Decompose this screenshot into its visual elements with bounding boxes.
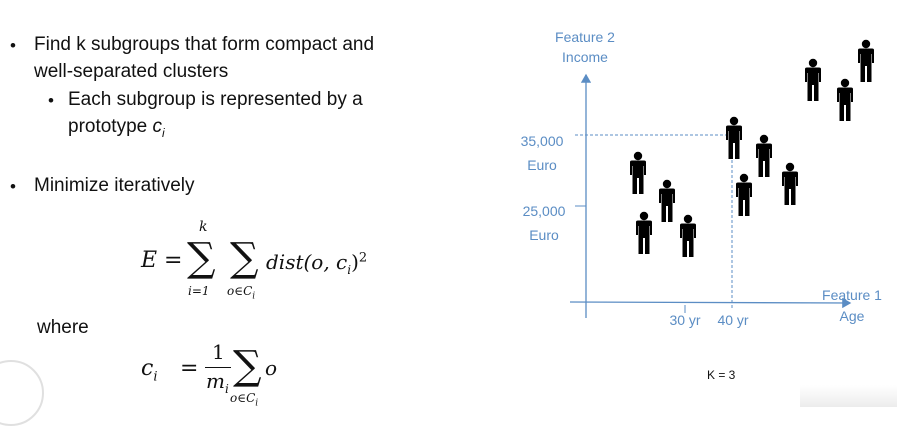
person-icon xyxy=(630,151,646,194)
lhs-sub: i xyxy=(153,369,158,385)
sum-lower: i=1 xyxy=(188,284,210,298)
person-icon xyxy=(726,116,742,159)
sigma-symbol: ∑ xyxy=(230,235,259,281)
person-icon xyxy=(805,58,821,101)
x-axis-label: Feature 1 Age xyxy=(812,285,892,327)
footer-watermark-image xyxy=(800,385,897,407)
sigma-symbol: ∑ xyxy=(233,343,262,389)
where-label: where xyxy=(37,317,89,338)
fraction-bar xyxy=(205,367,231,368)
sub-bullet-text-part: prototype xyxy=(68,116,153,137)
x-tick-label: 30 yr xyxy=(669,312,701,328)
y-axis-label-line: Feature 2 xyxy=(555,29,615,45)
cluster-diagram xyxy=(569,39,874,318)
sum-upper: k xyxy=(199,219,208,235)
denominator-sub: i xyxy=(224,382,229,396)
bullet-text: Find k subgroups that form compact and xyxy=(34,34,375,55)
formula-lhs: E = xyxy=(141,248,183,273)
y-tick-unit: Euro xyxy=(529,227,559,243)
term-text: dist(o, c xyxy=(266,250,348,274)
k-caption: K = 3 xyxy=(707,368,736,382)
person-icon xyxy=(680,214,696,257)
person-icon xyxy=(782,162,798,205)
denominator: m xyxy=(206,369,225,393)
bullet-dot: • xyxy=(10,36,16,55)
term-sub: i xyxy=(347,263,352,277)
sum-lower: o∈C xyxy=(230,391,256,405)
equals: = xyxy=(180,356,199,381)
term-end: ) xyxy=(351,250,359,274)
sum-lower-sub: i xyxy=(252,291,256,302)
x-axis-label-line: Age xyxy=(839,308,865,324)
sub-bullet-dot: • xyxy=(48,91,54,110)
y-axis-label: Feature 2 Income xyxy=(540,27,630,67)
person-icon xyxy=(837,78,853,121)
sum-lower: o∈C xyxy=(227,284,253,298)
person-icon xyxy=(636,211,652,254)
person-icon xyxy=(756,134,772,177)
sub-bullet-text: Each subgroup is represented by a xyxy=(68,89,363,110)
prototype-var: c xyxy=(152,116,163,137)
numerator: 1 xyxy=(212,340,225,364)
y-tick-value: 25,000 xyxy=(522,203,566,219)
bullet-dot: • xyxy=(10,177,16,196)
x-tick-label: 40 yr xyxy=(717,312,749,328)
y-axis-label-line: Income xyxy=(562,49,608,65)
person-icon xyxy=(659,179,675,222)
sum-lower-sub: i xyxy=(255,398,259,409)
y-tick-value: 35,000 xyxy=(520,133,564,149)
y-tick-unit: Euro xyxy=(527,157,557,173)
prototype-sub: i xyxy=(162,125,165,140)
person-icon xyxy=(736,173,752,216)
x-axis-label-line: Feature 1 xyxy=(822,287,882,303)
x-axis xyxy=(569,297,852,309)
sub-bullet-text: prototype ci xyxy=(68,116,165,140)
sigma-symbol: ∑ xyxy=(187,235,216,281)
bullet-text: Minimize iteratively xyxy=(34,175,195,196)
term: o xyxy=(265,356,278,380)
bullet-text: well-separated clusters xyxy=(34,61,229,82)
person-icon xyxy=(858,39,874,82)
term-power: 2 xyxy=(358,250,368,266)
lhs-var: c xyxy=(141,356,154,381)
formula-term: dist(o, ci)2 xyxy=(266,250,367,277)
